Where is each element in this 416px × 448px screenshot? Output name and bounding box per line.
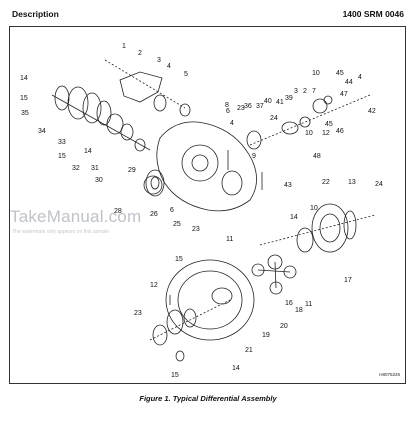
callout: 14 (84, 148, 92, 155)
callout: 13 (348, 179, 356, 186)
callout: 10 (310, 205, 318, 212)
callout: 42 (368, 108, 376, 115)
figure-caption: Figure 1. Typical Differential Assembly (139, 394, 277, 403)
callout: 35 (21, 110, 29, 117)
callout: 45 (336, 70, 344, 77)
callout: 23 (134, 310, 142, 317)
callout: 3 (294, 88, 298, 95)
callout: 26 (150, 211, 158, 218)
callout: 47 (340, 91, 348, 98)
document-code: 1400 SRM 0046 (342, 9, 404, 19)
callout: 19 (262, 332, 270, 339)
callout: 5 (184, 71, 188, 78)
callout: 33 (58, 139, 66, 146)
callout: 34 (38, 128, 46, 135)
callout: 15 (171, 372, 179, 379)
callout: 48 (313, 153, 321, 160)
callout: 43 (284, 182, 292, 189)
callout: 24 (375, 181, 383, 188)
callout: 32 (72, 165, 80, 172)
callout: 15 (175, 256, 183, 263)
callout: 40 (264, 98, 272, 105)
callout: 2 (303, 88, 307, 95)
callout: 23 (237, 105, 245, 112)
callout: 31 (91, 165, 99, 172)
callout: 9 (252, 153, 256, 160)
callout: 41 (276, 99, 284, 106)
callout: 4 (358, 74, 362, 81)
callout: 22 (322, 179, 330, 186)
callout: 45 (325, 121, 333, 128)
watermark-note: The watermark only appears on this sampl… (12, 229, 109, 235)
callout: 39 (285, 95, 293, 102)
callout: 16 (285, 300, 293, 307)
callout: 29 (128, 167, 136, 174)
callout: 2 (138, 50, 142, 57)
callout: 37 (256, 103, 264, 110)
callout: 36 (244, 103, 252, 110)
callout: 14 (20, 75, 28, 82)
callout: 15 (58, 153, 66, 160)
callout: 24 (270, 115, 278, 122)
callout: 11 (305, 301, 312, 308)
callout: 14 (290, 214, 298, 221)
callout: 6 (226, 108, 230, 115)
callout: 23 (192, 226, 200, 233)
callout: 11 (226, 236, 233, 243)
callout: 10 (312, 70, 320, 77)
callout: 1 (122, 43, 126, 50)
callout: 7 (312, 88, 316, 95)
callout: 10 (305, 130, 313, 137)
callout: 14 (232, 365, 240, 372)
callout: 17 (344, 277, 352, 284)
callout: 8 (225, 102, 229, 109)
callout: 18 (295, 307, 303, 314)
callout: 12 (150, 282, 158, 289)
callout: 20 (280, 323, 288, 330)
section-title: Description (12, 9, 59, 19)
callout: 46 (336, 128, 344, 135)
watermark-brand: TakeManual.com (10, 207, 142, 226)
callout: 44 (345, 79, 353, 86)
callout: 3 (157, 57, 161, 64)
callout: 12 (322, 130, 330, 137)
callout: 4 (167, 63, 171, 70)
callout: 28 (114, 208, 122, 215)
figure-frame (9, 26, 406, 384)
callout: 25 (173, 221, 181, 228)
callout: 15 (20, 95, 28, 102)
callout: 6 (170, 207, 174, 214)
callout: 4 (230, 120, 234, 127)
figure-id: H8075226 (379, 372, 400, 377)
callout: 30 (95, 177, 103, 184)
callout: 21 (245, 347, 253, 354)
